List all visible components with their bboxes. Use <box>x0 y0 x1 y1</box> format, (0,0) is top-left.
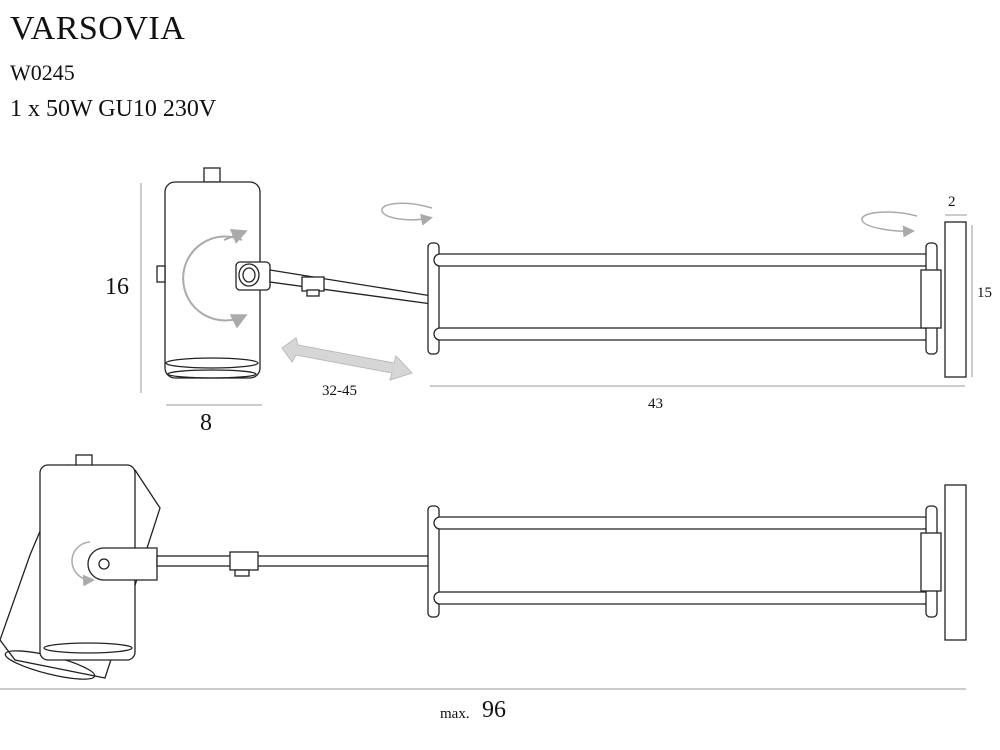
rail-top <box>427 221 967 378</box>
rotation-arrows <box>381 202 918 238</box>
dim-lines-top <box>140 183 973 406</box>
dim-rail-length-label: 43 <box>648 396 663 412</box>
bottom-view <box>0 454 967 690</box>
lamp-head-top <box>156 167 261 379</box>
dim-height-label: 16 <box>105 274 129 300</box>
dim-max-value: 96 <box>482 697 506 723</box>
product-spec: 1 x 50W GU10 230V <box>10 96 217 122</box>
dim-max-prefix: max. <box>440 706 470 722</box>
dim-width-label: 8 <box>200 410 212 436</box>
dim-plate-depth-label: 2 <box>948 194 956 210</box>
arm-bottom <box>87 547 434 581</box>
product-code: W0245 <box>10 60 75 85</box>
extension-arrow <box>281 337 413 381</box>
rail-bottom <box>427 484 967 641</box>
product-name: VARSOVIA <box>10 10 186 47</box>
top-view <box>140 167 973 406</box>
arm-top <box>235 261 433 305</box>
dim-plate-height-label: 15 <box>977 285 992 301</box>
dim-arm-range-label: 32-45 <box>322 383 357 399</box>
